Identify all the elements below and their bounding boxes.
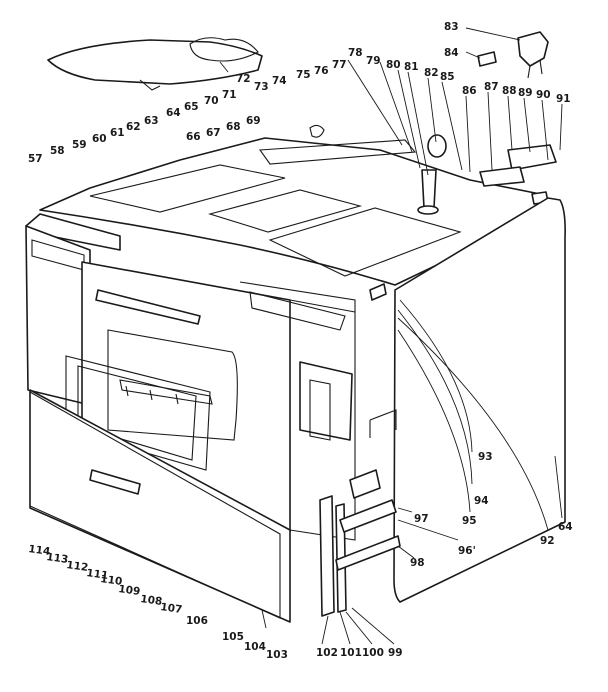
callout-90: 90	[536, 89, 551, 101]
top-panel-center	[208, 189, 363, 233]
callout-76: 76	[314, 65, 329, 77]
parts-drawing	[25, 31, 566, 623]
callout-113: 113	[46, 551, 69, 566]
door-handle	[95, 289, 201, 325]
callout-95: 95	[462, 515, 477, 527]
callout-83: 83	[444, 21, 459, 33]
valve-assembly	[517, 31, 549, 67]
callout-82: 82	[424, 67, 439, 79]
callout-71: 71	[222, 89, 237, 101]
callout-68: 68	[226, 121, 241, 133]
control-knob-panel	[249, 291, 346, 331]
callout-86: 86	[462, 85, 477, 97]
slide-bracket	[339, 499, 397, 533]
callout-94: 94	[474, 495, 489, 507]
callout-93: 93	[478, 451, 493, 463]
slide-rail-lower	[335, 535, 401, 571]
leader-lines	[219, 27, 563, 645]
drawer-handle	[89, 469, 141, 495]
callout-102: 102	[316, 647, 338, 659]
callout-74: 74	[272, 75, 287, 87]
storage-drawer	[29, 389, 291, 623]
callout-58: 58	[50, 145, 65, 157]
callout-60: 60	[92, 133, 107, 145]
callout-79: 79	[366, 55, 381, 67]
small-bracket-84	[477, 51, 497, 67]
callout-98: 98	[410, 557, 425, 569]
callout-104: 104	[244, 641, 266, 653]
callout-67: 67	[206, 127, 221, 139]
callout-61: 61	[110, 127, 125, 139]
callout-70: 70	[204, 95, 219, 107]
switch-bracket	[507, 144, 557, 171]
callout-87: 87	[484, 81, 499, 93]
insulation-channel	[309, 379, 331, 441]
callout-114: 114	[28, 543, 51, 558]
center-stub	[349, 469, 381, 499]
callout-63: 63	[144, 115, 159, 127]
callout-65: 65	[184, 101, 199, 113]
callout-62: 62	[126, 121, 141, 133]
callout-64a: 64	[166, 107, 181, 119]
vertical-rail-left	[319, 495, 335, 617]
callout-84: 84	[444, 47, 459, 59]
callout-111: 111	[86, 567, 109, 582]
callout-92: 92	[540, 535, 555, 547]
callout-69: 69	[246, 115, 261, 127]
top-panel-left	[89, 164, 286, 213]
drawer-front	[29, 391, 281, 619]
callout-57: 57	[28, 153, 43, 165]
top-panel-right	[268, 207, 462, 277]
callout-66: 66	[186, 131, 201, 143]
left-front-panel	[25, 225, 91, 406]
callout-77: 77	[332, 59, 347, 71]
callout-106: 106	[186, 615, 208, 627]
callout-73: 73	[254, 81, 269, 93]
callout-97: 97	[414, 513, 429, 525]
gasket-ring	[427, 134, 447, 158]
callout-78: 78	[348, 47, 363, 59]
callout-80: 80	[386, 59, 401, 71]
callout-101: 101	[340, 647, 362, 659]
callout-81: 81	[404, 61, 419, 73]
callout-91: 91	[556, 93, 571, 105]
callout-96: 96'	[458, 545, 476, 557]
door-window-frame	[107, 329, 238, 441]
callout-103: 103	[266, 649, 288, 661]
switch-plate	[479, 166, 525, 187]
callout-105: 105	[222, 631, 244, 643]
callout-89: 89	[518, 87, 533, 99]
top-cover-burner	[189, 37, 259, 62]
callout-109: 109	[118, 583, 141, 598]
burner-cap	[417, 205, 439, 215]
callout-75: 75	[296, 69, 311, 81]
oven-rack	[119, 379, 213, 405]
callout-64b: 64	[558, 521, 573, 533]
right-side-panel	[393, 197, 566, 603]
door-glass-outer	[65, 355, 211, 471]
callout-112: 112	[66, 559, 89, 574]
callout-108: 108	[140, 593, 163, 608]
top-cover-plate	[47, 39, 263, 85]
callout-85: 85	[440, 71, 455, 83]
element-bracket	[299, 361, 353, 441]
burner-tube	[421, 169, 437, 209]
callout-88: 88	[502, 85, 517, 97]
callout-100: 100	[362, 647, 384, 659]
rear-rail	[258, 139, 417, 165]
callout-107: 107	[160, 601, 183, 616]
callout-99: 99	[388, 647, 403, 659]
callout-59: 59	[72, 139, 87, 151]
callout-110: 110	[100, 573, 123, 588]
side-tab	[369, 283, 387, 301]
part-callouts: 83 84 78 79 80 81 82 85 86 87 88 89 90 9…	[28, 21, 573, 661]
callout-72: 72	[236, 73, 251, 85]
